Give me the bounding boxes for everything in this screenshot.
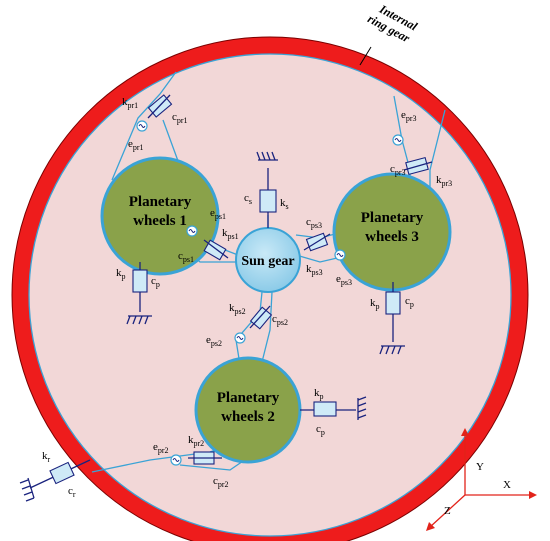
planet2-label-line1: Planetary [217,390,280,406]
label-kps1: kps1 [222,227,239,241]
label-cps2: cps2 [272,313,288,327]
label-kpr3: kpr3 [436,174,452,188]
y-arrow-icon [461,428,469,436]
spring-damper-ps1 [186,225,229,261]
element-labels: kpr1 cpr1 epr1 epr3 cpr3 kpr3 eps1 kps1 … [42,96,452,499]
planet2-support [300,396,367,420]
planet2-label-line2: wheels 2 [221,409,275,425]
coordinate-axes: Y X Z [426,428,537,531]
label-ks: ks [280,197,289,211]
ring-gear-interior [28,53,512,537]
sun-gear-label: Sun gear [241,254,294,269]
sun-gear: Sun gear [235,227,301,293]
planet1-support [126,262,152,325]
spring-damper-pr1 [136,94,173,132]
label-kps2: kps2 [229,302,246,316]
label-epr1: epr1 [128,138,144,152]
ring-label-leader [359,46,372,66]
spring-damper-ps3 [303,232,346,261]
label-eps2: eps2 [206,334,222,348]
planet3-label-line1: Planetary [361,210,424,226]
spring-damper-pr3 [392,134,433,176]
label-epr2: epr2 [153,441,169,455]
label-kp1: kp [116,267,126,281]
label-kpr1: kpr1 [122,96,138,110]
label-cps3: cps3 [306,216,322,230]
label-kp2: kp [314,387,324,401]
axis-z-label: Z [444,505,451,517]
planet1-label-line1: Planetary [129,194,192,210]
planetary-wheel-3: Planetary wheels 3 [332,172,452,292]
axis-y-label: Y [476,461,484,473]
label-cr: cr [68,485,76,499]
label-kpr2: kpr2 [188,434,204,448]
axis-x-label: X [503,479,511,491]
label-cps1: cps1 [178,250,194,264]
label-eps3: eps3 [336,273,352,287]
sun-support [256,151,278,228]
label-eps1: eps1 [210,207,226,221]
planet1-label-line2: wheels 1 [133,213,187,229]
z-arrow-icon [426,522,435,531]
label-cpr3: cpr3 [390,163,406,177]
spring-damper-ps2 [234,305,273,344]
ring-support [19,459,91,502]
label-cp2: cp [316,423,325,437]
planet3-label-line2: wheels 3 [365,229,419,245]
planet3-support [379,282,405,355]
planetary-wheel-2: Planetary wheels 2 [194,356,302,464]
label-cpr2: cpr2 [213,475,229,489]
label-kps3: kps3 [306,263,323,277]
label-kp3: kp [370,297,380,311]
label-cp1: cp [151,275,160,289]
label-cs: cs [244,192,252,206]
label-cp3: cp [405,295,414,309]
label-kr: kr [42,450,51,464]
label-epr3: epr3 [401,109,417,123]
planetary-wheel-1: Planetary wheels 1 [100,156,220,276]
spring-damper-pr2 [170,451,222,466]
x-arrow-icon [529,491,537,499]
label-cpr1: cpr1 [172,111,188,125]
